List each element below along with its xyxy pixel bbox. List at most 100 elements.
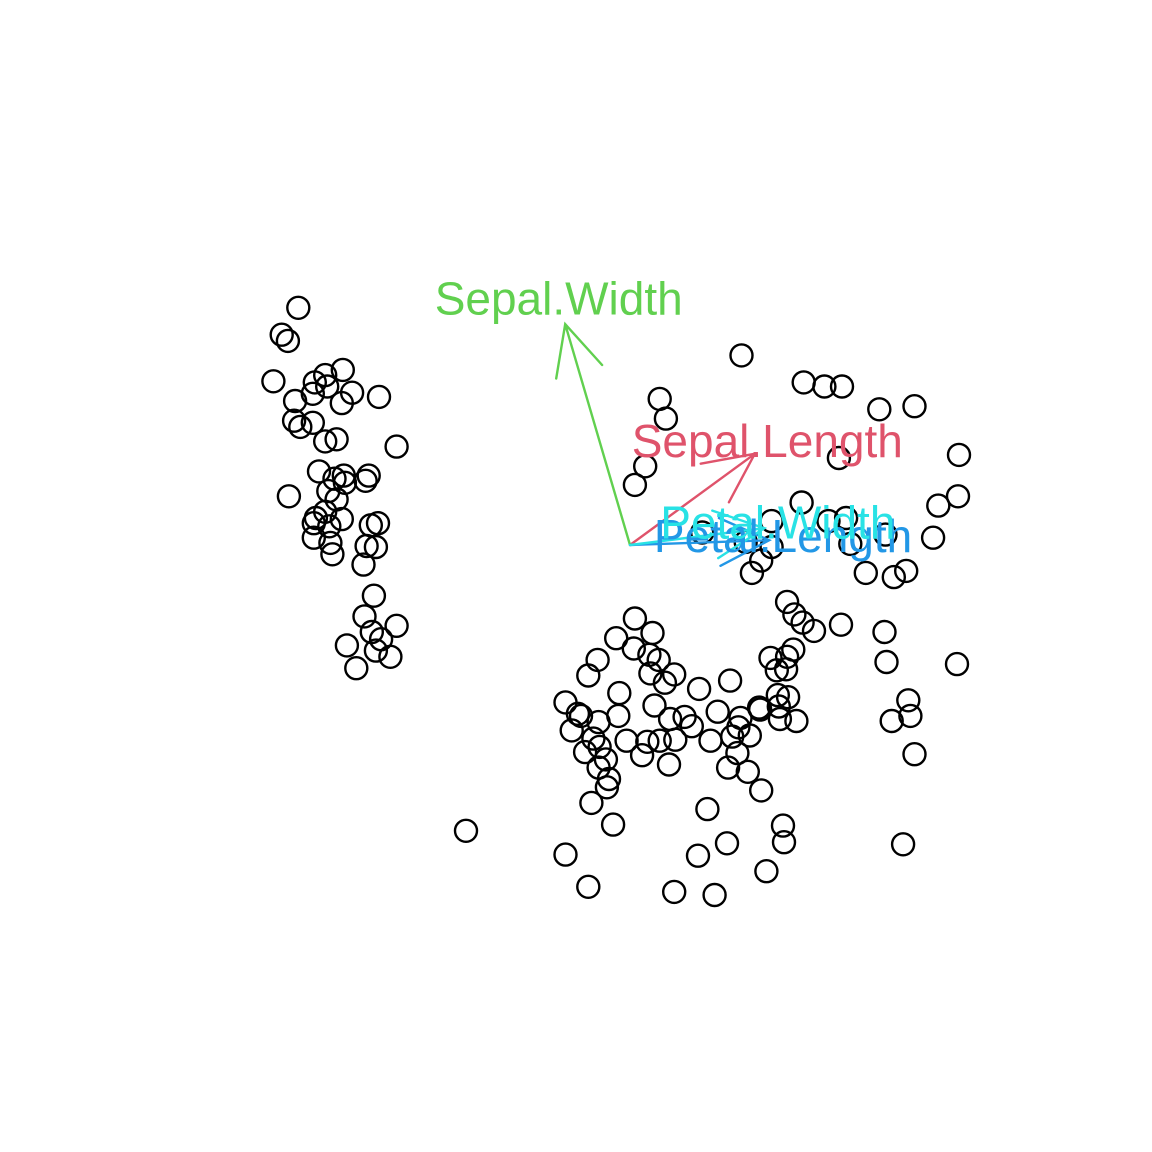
data-point [902, 394, 927, 419]
data-point [816, 508, 841, 534]
data-point [890, 832, 916, 857]
data-point [739, 560, 765, 586]
data-point [944, 651, 970, 677]
data-point [781, 637, 806, 662]
data-point [384, 613, 409, 638]
loading-arrows [555, 321, 772, 567]
data-point [656, 752, 682, 777]
data-point [642, 693, 667, 718]
data-point [705, 699, 730, 724]
data-point [765, 682, 790, 708]
data-point [559, 718, 584, 743]
data-point [652, 670, 678, 695]
data-point [353, 468, 378, 493]
data-point [365, 511, 391, 536]
data-point [686, 676, 712, 702]
data-point [576, 663, 601, 688]
data-point [288, 414, 313, 440]
data-point [607, 680, 632, 706]
data-point [717, 668, 743, 693]
data-point [782, 602, 807, 627]
data-point [663, 727, 688, 752]
data-point [604, 626, 629, 651]
data-point [838, 531, 863, 557]
data-point [759, 508, 784, 534]
data-point [330, 357, 355, 383]
data-point [275, 328, 301, 354]
data-point [313, 362, 338, 388]
data-point [621, 636, 646, 661]
data-point [812, 374, 837, 399]
data-point [363, 534, 389, 560]
loading-label: Sepal.Width [435, 272, 683, 324]
data-point [662, 662, 687, 687]
data-point [826, 445, 852, 471]
data-point [685, 843, 711, 868]
data-point [702, 882, 727, 908]
data-point [354, 533, 379, 559]
data-point [770, 813, 796, 838]
data-point [585, 647, 610, 673]
data-point [728, 705, 753, 731]
data-point [879, 708, 904, 734]
data-point [317, 514, 342, 539]
data-point [698, 728, 723, 753]
data-point [801, 618, 827, 644]
data-point [586, 709, 611, 735]
loading-arrow [628, 452, 758, 547]
data-point [771, 830, 797, 855]
data-point [872, 619, 897, 645]
data-point [679, 714, 704, 739]
data-point [324, 427, 349, 452]
data-point [614, 728, 639, 753]
data-point [714, 831, 740, 856]
data-point [945, 484, 971, 509]
data-point [729, 343, 754, 368]
data-point [339, 380, 365, 405]
data-point [695, 796, 720, 822]
data-point [629, 743, 655, 768]
data-point [789, 490, 814, 515]
data-point [873, 522, 898, 547]
data-point [898, 703, 923, 729]
data-point [791, 370, 816, 395]
data-point [315, 374, 340, 399]
data-point [774, 644, 800, 669]
data-point [553, 690, 578, 715]
data-point [766, 694, 791, 719]
loading-arrow [628, 509, 768, 560]
data-point [313, 429, 338, 454]
data-point [633, 454, 658, 479]
data-point [361, 583, 387, 608]
data-point [754, 859, 779, 884]
data-point [622, 606, 648, 631]
data-point [572, 739, 598, 765]
data-point [553, 842, 578, 867]
data-point [576, 874, 601, 899]
data-point [640, 620, 665, 646]
data-point [581, 726, 606, 751]
data-point [874, 649, 899, 675]
data-point [920, 525, 946, 550]
data-point [622, 472, 648, 498]
data-point [286, 295, 311, 320]
data-point [384, 434, 409, 459]
data-point [946, 442, 972, 468]
data-point [300, 410, 325, 435]
data-point [334, 633, 360, 658]
data-point [356, 463, 381, 488]
data-point [749, 548, 774, 573]
data-point [301, 511, 326, 536]
data-point [453, 818, 479, 843]
data-point [647, 728, 672, 753]
data-point [774, 589, 800, 615]
data-point [926, 493, 951, 518]
loading-label: Petal.Width [660, 497, 895, 549]
data-point [735, 759, 760, 784]
data-point [833, 505, 859, 531]
data-point [363, 638, 389, 663]
scatter-points [261, 295, 972, 908]
data-point [276, 484, 302, 509]
data-point [646, 647, 671, 673]
data-point [344, 656, 369, 681]
